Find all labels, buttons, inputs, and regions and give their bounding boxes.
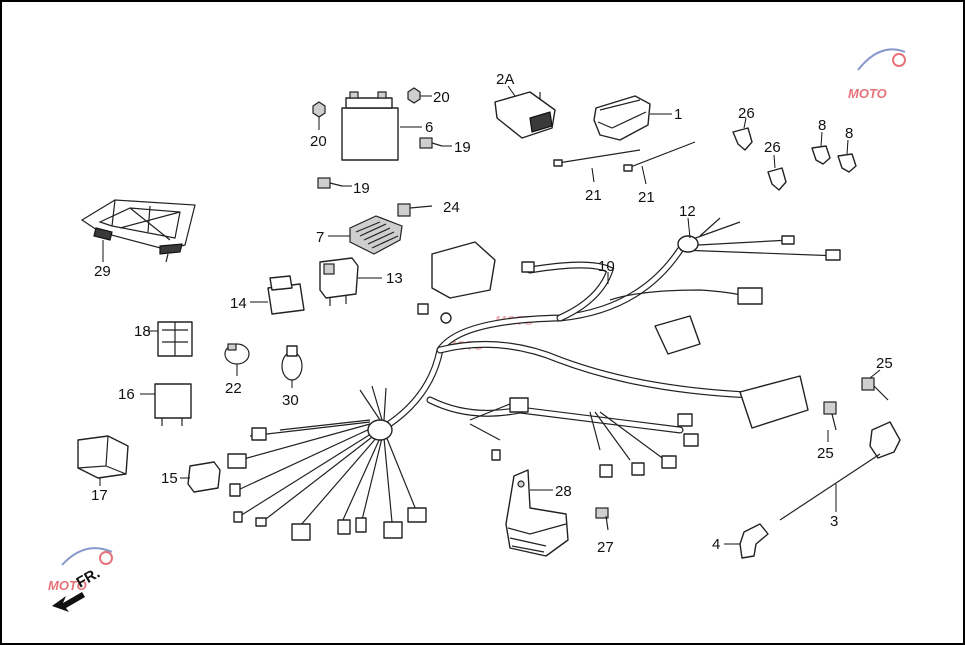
leader-21a xyxy=(591,167,595,183)
callout-1: 1 xyxy=(674,106,682,123)
callout-15: 15 xyxy=(161,470,178,487)
part-17-connector xyxy=(77,435,129,479)
leader-21b xyxy=(641,165,647,185)
callout-8b: 8 xyxy=(845,125,853,142)
part-8-fuse-b xyxy=(837,153,857,173)
part-3-ignition-coil xyxy=(779,421,901,521)
callout-18: 18 xyxy=(134,323,151,340)
callout-8a: 8 xyxy=(818,117,826,134)
callout-21b: 21 xyxy=(638,189,655,206)
part-28-bracket xyxy=(505,469,569,557)
part-18-relay xyxy=(157,321,193,357)
part-19-bolt-left xyxy=(317,177,343,189)
part-22-clamp xyxy=(224,343,250,365)
callout-16: 16 xyxy=(118,386,135,403)
callout-19b: 19 xyxy=(353,180,370,197)
callout-20b: 20 xyxy=(310,133,327,150)
part-1-battery-cover xyxy=(593,95,651,141)
part-21-cable-tie-right xyxy=(623,141,696,172)
leader-26b xyxy=(773,154,776,169)
leader-8b xyxy=(846,139,849,155)
leader-25a xyxy=(869,369,881,379)
callout-2a: 2A xyxy=(496,71,514,88)
part-21-cable-tie-left xyxy=(553,149,641,167)
part-29-bracket xyxy=(80,199,196,263)
part-30-tie-clip xyxy=(281,345,303,381)
watermark-logo-bottom-left: MOTO xyxy=(48,547,113,593)
callout-4: 4 xyxy=(712,536,720,553)
callout-26b: 26 xyxy=(764,139,781,156)
part-16-relay xyxy=(154,383,192,426)
part-2a-ecu xyxy=(494,91,556,139)
part-20-nut-left xyxy=(312,101,326,118)
part-4-plug-cap xyxy=(739,523,769,559)
part-25-bolt-left xyxy=(823,401,837,431)
leader-26a xyxy=(743,117,747,129)
part-10-main-harness xyxy=(227,217,841,541)
callout-28: 28 xyxy=(555,483,572,500)
part-25-bolt-right xyxy=(861,377,889,401)
callout-25a: 25 xyxy=(876,355,893,372)
callout-30: 30 xyxy=(282,392,299,409)
callout-7: 7 xyxy=(316,229,324,246)
leader-2a xyxy=(507,85,516,97)
svg-text:MOTO: MOTO xyxy=(48,578,87,593)
part-20-nut-top xyxy=(407,87,421,104)
callout-27: 27 xyxy=(597,539,614,556)
part-7-regulator xyxy=(349,215,403,255)
callout-22: 22 xyxy=(225,380,242,397)
callout-26a: 26 xyxy=(738,105,755,122)
part-6-battery xyxy=(341,91,399,161)
part-13-flasher xyxy=(319,257,359,306)
callout-14: 14 xyxy=(230,295,247,312)
watermark-logo-top-right: MOTO xyxy=(848,48,906,101)
callout-29: 29 xyxy=(94,263,111,280)
callout-17: 17 xyxy=(91,487,108,504)
callout-20a: 20 xyxy=(433,89,450,106)
part-8-fuse-a xyxy=(811,145,831,165)
callout-6: 6 xyxy=(425,119,433,136)
callout-21a: 21 xyxy=(585,187,602,204)
part-24-bolt xyxy=(397,203,433,217)
callout-3: 3 xyxy=(830,513,838,530)
part-15-connector xyxy=(187,461,221,493)
part-27-bolt xyxy=(595,507,609,531)
part-19-bolt-right xyxy=(419,137,443,149)
callout-19a: 19 xyxy=(454,139,471,156)
callout-12: 12 xyxy=(679,203,696,220)
callout-10: 10 xyxy=(598,258,615,275)
part-14-fuse-box xyxy=(267,275,305,315)
part-26-fuse-b xyxy=(767,167,787,191)
leader-8a xyxy=(820,131,823,147)
callout-25b: 25 xyxy=(817,445,834,462)
watermark-text: MOTO xyxy=(848,86,887,101)
leader-12 xyxy=(687,217,691,239)
callout-13: 13 xyxy=(386,270,403,287)
part-26-fuse-a xyxy=(732,127,753,151)
callout-24: 24 xyxy=(443,199,460,216)
